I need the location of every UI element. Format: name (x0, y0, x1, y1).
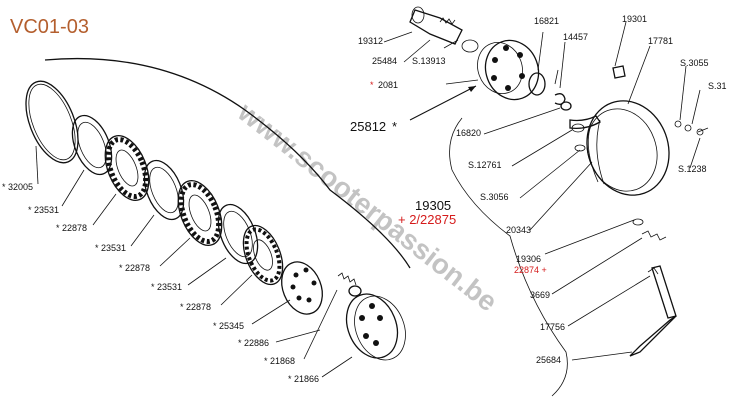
pressure-plate (281, 261, 323, 315)
svg-text:*: * (238, 338, 242, 348)
clip-14457 (554, 93, 566, 105)
assembly-number: 19305 (415, 198, 451, 213)
label-s12761: S.12761 (468, 160, 502, 170)
label-2081-marker: * (370, 80, 374, 90)
label-19306: 19306 (516, 254, 541, 264)
label-s1238: S.1238 (678, 164, 707, 174)
spring-cup (348, 285, 362, 297)
group-number-marker: * (392, 119, 397, 134)
svg-text:*: * (119, 263, 123, 273)
label-17781: 17781 (648, 36, 673, 46)
diagram-code: VC01-03 (10, 16, 89, 38)
steel-plate-1 (71, 114, 113, 176)
svg-text:*: * (56, 223, 60, 233)
gear-shaft-assembly (409, 6, 566, 105)
label-22878-c: 22878 (186, 302, 211, 312)
operating-lever (569, 115, 601, 152)
label-3669: 3669 (530, 290, 550, 300)
circlip-ring (25, 80, 79, 164)
label-22886: 22886 (244, 338, 269, 348)
group-bracket-curve (44, 57, 411, 269)
top-leader-lines (383, 31, 566, 89)
group-number-main: 25812 (350, 119, 386, 134)
right-bracket-curve (449, 117, 568, 397)
label-s31: S.31 (708, 81, 727, 91)
group-arrow (409, 85, 477, 121)
left-leader-lines (35, 145, 353, 378)
label-22878-b: 22878 (125, 263, 150, 273)
clutch-cover (586, 100, 670, 196)
friction-plate-1 (104, 135, 150, 201)
svg-text:*: * (213, 321, 217, 331)
svg-text:*: * (2, 182, 6, 192)
friction-plate-3 (242, 224, 284, 286)
clutch-plate-stack (25, 80, 406, 361)
label-20343: 20343 (506, 225, 531, 235)
label-22874: 22874 + (514, 265, 547, 275)
svg-text:*: * (180, 302, 184, 312)
label-23531-c: 23531 (157, 282, 182, 292)
label-21868: 21868 (270, 356, 295, 366)
washer-16821 (528, 72, 546, 96)
label-16821: 16821 (534, 16, 559, 26)
label-17756: 17756 (540, 322, 565, 332)
label-19301: 19301 (622, 14, 647, 24)
left-asterisks: * * * * * * * * * * * (2, 182, 292, 384)
label-s3056: S.3056 (480, 192, 509, 202)
label-s13913: S.13913 (412, 56, 446, 66)
primary-gear-hub (477, 39, 540, 101)
svg-text:*: * (95, 243, 99, 253)
label-25345: 25345 (219, 321, 244, 331)
label-22878-a: 22878 (62, 223, 87, 233)
right-leader-lines (483, 21, 701, 361)
bowden-spring (632, 218, 667, 241)
svg-text:*: * (151, 282, 155, 292)
cover-plug (612, 65, 626, 79)
label-25684: 25684 (536, 355, 561, 365)
kick-lever (629, 265, 677, 357)
assembly-alt-number: + 2/22875 (398, 212, 456, 227)
friction-plate-2 (177, 180, 223, 246)
label-21866: 21866 (294, 374, 319, 384)
label-14457: 14457 (563, 32, 588, 42)
label-2081: 2081 (378, 80, 398, 90)
svg-text:*: * (28, 205, 32, 215)
small-bushing (560, 101, 572, 111)
label-32005: 32005 (8, 182, 33, 192)
svg-text:*: * (288, 374, 292, 384)
label-25484: 25484 (372, 56, 397, 66)
clutch-spring (337, 272, 357, 286)
label-23531-b: 23531 (101, 243, 126, 253)
cover-screws (674, 120, 709, 136)
label-19312: 19312 (358, 36, 383, 46)
label-s3055: S.3055 (680, 58, 709, 68)
steel-plate-2 (143, 159, 185, 221)
clutch-housing (345, 293, 406, 361)
label-23531-a: 23531 (34, 205, 59, 215)
label-16820: 16820 (456, 128, 481, 138)
svg-text:*: * (264, 356, 268, 366)
